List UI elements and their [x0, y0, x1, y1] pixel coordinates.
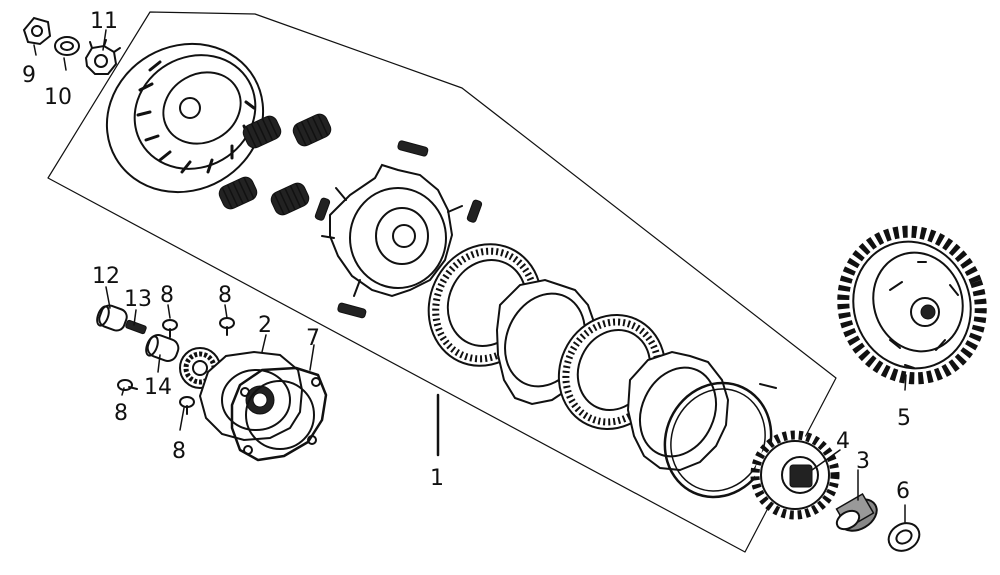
part-10-washer: [54, 36, 80, 56]
callout-4: 4: [836, 429, 850, 454]
part-14-pin: [145, 334, 180, 362]
leader-lines: [33, 29, 907, 523]
part-12-cylinder: [96, 304, 128, 332]
part-6-washer: [887, 522, 921, 552]
clutch-pins: [314, 140, 483, 319]
callout-8-b: 8: [218, 283, 232, 308]
callout-12: 12: [92, 264, 120, 289]
clutch-plate-2: [626, 350, 730, 472]
assembly-1-boundary: [47, 11, 837, 553]
callout-9: 9: [22, 63, 36, 88]
part-13-spring: [125, 319, 147, 335]
clutch-springs: [218, 113, 332, 216]
part-9-cap-nut: [22, 16, 52, 46]
part-4-drive-gear: [750, 430, 840, 520]
callout-14: 14: [144, 375, 172, 400]
callout-6: 6: [896, 479, 910, 504]
callout-2: 2: [258, 313, 272, 338]
part-3-needle-bearing: [835, 492, 878, 532]
part-8-screws: [117, 317, 235, 415]
clutch-center-hub: [321, 163, 463, 298]
callout-7: 7: [306, 326, 320, 351]
callout-labels: 1 2 3 4 5 6 7 8 8 8 8 9 10 11 12 13 14: [22, 9, 911, 504]
part-7-gasket: [230, 366, 328, 462]
callout-8-d: 8: [172, 439, 186, 464]
callout-1: 1: [430, 466, 444, 491]
callout-3: 3: [856, 449, 870, 474]
clutch-outer-housing: [105, 42, 265, 194]
part-11-lock-nut: [84, 39, 121, 75]
callout-8-c: 8: [114, 401, 128, 426]
part-5-driven-gear: [837, 225, 987, 385]
callout-11: 11: [90, 9, 118, 34]
callout-5: 5: [897, 406, 911, 431]
callout-10: 10: [44, 85, 72, 110]
callout-13: 13: [124, 287, 152, 312]
callout-8-a: 8: [160, 283, 174, 308]
